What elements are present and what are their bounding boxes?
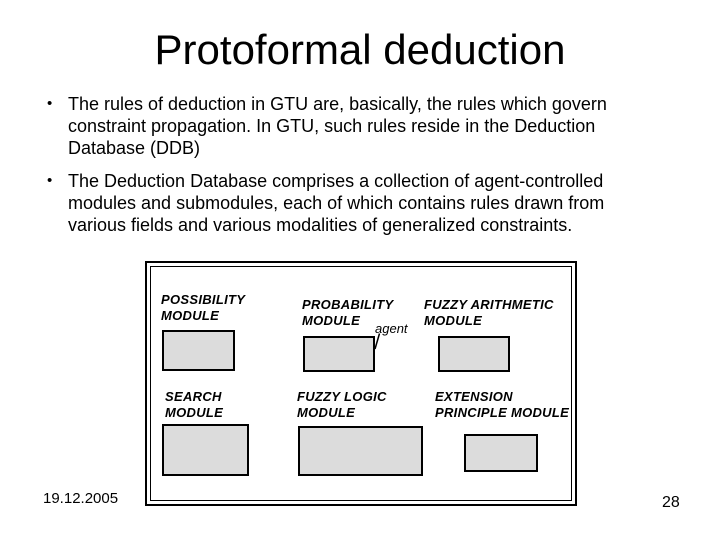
bullet-text-line: Database (DDB)	[68, 138, 201, 158]
module-label-line: EXTENSION	[435, 389, 513, 404]
bullet-text: The Deduction Database comprises a colle…	[68, 170, 604, 236]
bullet-marker: •	[47, 172, 53, 189]
page-title: Protoformal deduction	[154, 26, 566, 73]
module-label-line: MODULE	[165, 405, 224, 420]
bullet-text-line: constraint propagation. In GTU, such rul…	[68, 116, 596, 136]
footer-date: 19.12.2005	[43, 490, 119, 507]
module-box-possibility	[162, 330, 235, 371]
module-box-fuzzy-logic	[298, 426, 423, 476]
module-label-line: MODULE	[161, 308, 220, 323]
module-label-line: FUZZY LOGIC	[297, 389, 387, 404]
bullet-item: • The Deduction Database comprises a col…	[47, 170, 607, 236]
module-box-probability	[303, 336, 375, 372]
bullet-text-line: The Deduction Database comprises a colle…	[68, 171, 604, 191]
page-number: 28	[662, 494, 680, 511]
module-label-line: PROBABILITY	[302, 297, 394, 312]
module-box-fuzzy-arithmetic	[438, 336, 510, 372]
module-label-line: SEARCH	[165, 389, 222, 404]
module-label-line: PRINCIPLE MODULE	[435, 405, 570, 420]
module-label-fuzzy-arithmetic: FUZZY ARITHMETIC MODULE	[424, 297, 554, 329]
bullet-item: • The rules of deduction in GTU are, bas…	[47, 93, 607, 159]
module-label-line: MODULE	[424, 313, 483, 328]
module-box-search	[162, 424, 249, 476]
agent-annotation-label: agent	[375, 321, 408, 336]
module-box-extension-principle	[464, 434, 538, 472]
module-label-extension-principle: EXTENSION PRINCIPLE MODULE	[435, 389, 569, 421]
bullet-marker: •	[47, 95, 53, 112]
module-label-probability: PROBABILITY MODULE	[302, 297, 393, 329]
module-label-search: SEARCH MODULE	[165, 389, 223, 421]
module-label-line: FUZZY ARITHMETIC	[424, 297, 554, 312]
module-label-fuzzy-logic: FUZZY LOGIC MODULE	[297, 389, 387, 421]
module-label-line: MODULE	[297, 405, 356, 420]
bullet-text: The rules of deduction in GTU are, basic…	[68, 93, 607, 159]
deduction-database-diagram: POSSIBILITY MODULE PROBABILITY MODULE FU…	[145, 261, 577, 506]
bullet-text-line: modules and submodules, each of which co…	[68, 193, 605, 213]
module-label-possibility: POSSIBILITY MODULE	[161, 292, 245, 324]
bullet-text-line: various fields and various modalities of…	[68, 215, 573, 235]
bullet-text-line: The rules of deduction in GTU are, basic…	[68, 94, 607, 114]
module-label-line: MODULE	[302, 313, 361, 328]
module-label-line: POSSIBILITY	[161, 292, 246, 307]
bullet-list: • The rules of deduction in GTU are, bas…	[47, 93, 607, 236]
